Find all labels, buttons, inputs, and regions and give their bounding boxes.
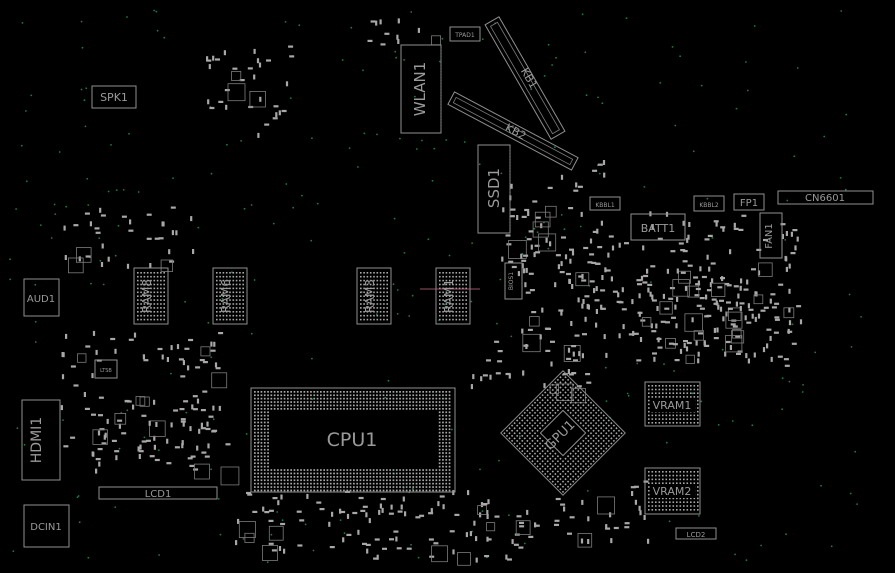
fan1-label: FAN1 — [764, 223, 775, 249]
hdmi1-connector[interactable]: HDMI1 — [21, 399, 61, 481]
ssd1-slot[interactable]: SSD1 — [477, 144, 511, 234]
bios1-label: BIOS1 — [508, 272, 515, 290]
wlan1-slot[interactable]: WLAN1 — [400, 44, 442, 134]
aud1-connector[interactable]: AUD1 — [23, 278, 60, 317]
spk1-connector[interactable]: SPK1 — [91, 85, 137, 109]
ram1-chip[interactable]: RAM1 — [420, 267, 480, 325]
spk1-label: SPK1 — [100, 91, 128, 104]
batt1-label: BATT1 — [641, 222, 675, 235]
kb1-connector[interactable]: KB1 — [484, 16, 566, 140]
dcin1-connector[interactable]: DCIN1 — [23, 504, 70, 548]
ram8-chip[interactable]: RAM8 — [133, 267, 169, 325]
kbbl2-connector[interactable]: KBBL2 — [693, 195, 725, 212]
aud1-label: AUD1 — [27, 294, 55, 305]
kbbl1-label: KBBL1 — [595, 202, 615, 209]
cpu1-label: CPU1 — [327, 429, 378, 451]
batt1-connector[interactable]: BATT1 — [630, 213, 686, 241]
kbbl2-label: KBBL2 — [699, 202, 719, 209]
ltsb-chip[interactable]: LTSB — [94, 359, 118, 379]
kb2-connector[interactable]: KB2 — [447, 91, 579, 171]
vram1-chip[interactable]: VRAM1 — [644, 381, 701, 427]
tpad1-connector[interactable]: TPAD1 — [449, 26, 481, 42]
cn6601-connector[interactable]: CN6601 — [777, 190, 874, 205]
cn6601-label: CN6601 — [805, 193, 845, 204]
dcin1-label: DCIN1 — [30, 522, 61, 533]
ram8-label: RAM8 — [140, 279, 154, 313]
fp1-connector[interactable]: FP1 — [733, 193, 765, 211]
bios1-chip[interactable]: BIOS1 — [504, 262, 523, 300]
vram2-chip[interactable]: VRAM2 — [644, 467, 701, 515]
ltsb-label: LTSB — [100, 368, 112, 374]
kb2-label: KB2 — [503, 121, 528, 143]
vram2-label: VRAM2 — [653, 485, 692, 498]
ram1-label: RAM1 — [442, 279, 456, 313]
fan1-connector[interactable]: FAN1 — [759, 212, 783, 259]
fp1-label: FP1 — [740, 198, 758, 209]
gpu1-chip[interactable]: GPU1 — [500, 370, 626, 496]
ram3-label: RAM3 — [363, 279, 377, 313]
ram6-chip[interactable]: RAM6 — [212, 267, 248, 325]
lcd1-label: LCD1 — [145, 489, 172, 500]
lcd1-connector[interactable]: LCD1 — [98, 486, 218, 500]
wlan1-label: WLAN1 — [411, 62, 429, 117]
vram1-label: VRAM1 — [653, 399, 692, 412]
hdmi1-label: HDMI1 — [29, 417, 45, 463]
lcd2-connector[interactable]: LCD2 — [675, 527, 717, 540]
lcd2-label: LCD2 — [687, 531, 706, 539]
tpad1-label: TPAD1 — [454, 32, 475, 39]
gpu1-label: GPU1 — [543, 418, 579, 454]
small-components — [60, 18, 803, 566]
kbbl1-connector[interactable]: KBBL1 — [589, 196, 621, 211]
ram3-chip[interactable]: RAM3 — [356, 267, 392, 325]
ram6-label: RAM6 — [219, 279, 233, 313]
cpu1-chip[interactable]: CPU1 — [250, 387, 456, 493]
ssd1-label: SSD1 — [485, 168, 503, 208]
